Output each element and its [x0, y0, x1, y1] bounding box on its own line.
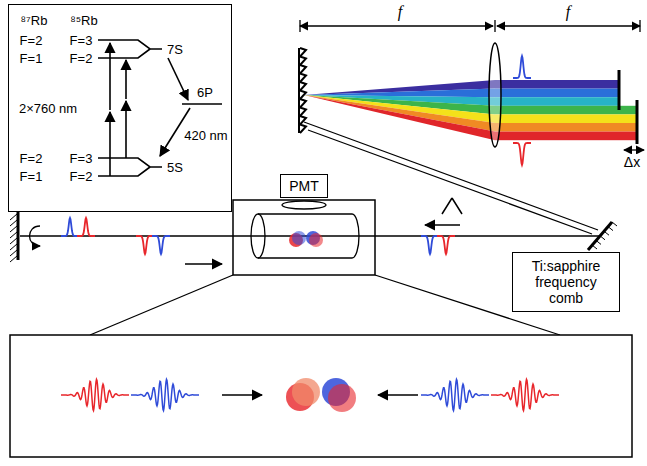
isotope-label: ⁸⁷Rb — [21, 14, 48, 29]
box-label: Ti:sapphire frequency comb — [521, 258, 611, 306]
hyperfine-label: F=3 — [70, 34, 93, 49]
hyperfine-label: F=2 — [70, 170, 93, 185]
displacement-label: Δx — [622, 154, 642, 170]
hyperfine-label: F=2 — [20, 34, 43, 49]
isotope-label: ⁸⁵Rb — [70, 14, 98, 29]
hyperfine-label: F=1 — [20, 170, 43, 185]
focal-length: f — [564, 3, 572, 21]
focal-length: f — [396, 3, 404, 21]
box-label: PMT — [289, 178, 319, 194]
hyperfine-label: F=1 — [20, 52, 43, 67]
wavelength-label: 420 nm — [184, 129, 227, 144]
optics — [299, 20, 644, 234]
level-label: 6P — [197, 86, 213, 101]
laser-box: Ti:sapphire frequency comb — [512, 252, 620, 312]
energy-level-inset: ⁸⁷Rb⁸⁵RbF=2F=3F=1F=27S2×760 nm6P420 nmF=… — [8, 4, 232, 212]
wavelength-label: 2×760 nm — [19, 102, 77, 117]
hyperfine-label: F=2 — [70, 52, 93, 67]
hyperfine-label: F=3 — [70, 152, 93, 167]
hyperfine-label: F=2 — [20, 152, 43, 167]
level-label: 7S — [167, 43, 183, 58]
level-label: 5S — [167, 161, 183, 176]
energy-levels — [98, 40, 222, 176]
pmt-box: PMT — [280, 174, 328, 198]
